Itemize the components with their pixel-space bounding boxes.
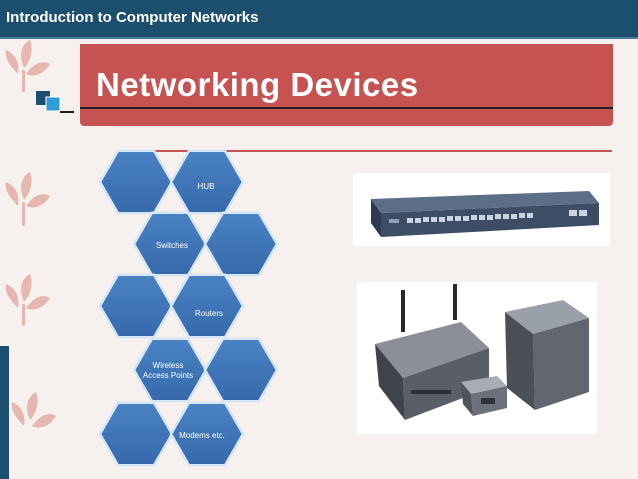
hex-wireless bbox=[132, 337, 208, 403]
hex-label-wireless: Wireless Access Points bbox=[142, 361, 194, 380]
hex-label-routers: Routers bbox=[194, 309, 223, 318]
hex-label-modems: Modems etc. bbox=[179, 431, 225, 440]
hex-blank-4 bbox=[203, 337, 279, 403]
header-title: Introduction to Computer Networks bbox=[6, 9, 259, 26]
hex-blank-1 bbox=[98, 149, 174, 215]
hex-blank-3 bbox=[98, 273, 174, 339]
leaf-decoration-icon bbox=[5, 40, 56, 428]
title-underline bbox=[80, 107, 613, 109]
hex-routers bbox=[169, 273, 245, 339]
hex-label-hub: HUB bbox=[197, 182, 215, 191]
network-switch-photo bbox=[353, 173, 610, 246]
hex-modems bbox=[169, 401, 245, 467]
hex-blank-2 bbox=[203, 211, 279, 277]
left-accent-bar bbox=[0, 346, 9, 479]
title-banner bbox=[80, 44, 613, 126]
hex-blank-5 bbox=[98, 401, 174, 467]
squares-icon bbox=[36, 91, 74, 113]
header-bar: Introduction to Computer Networks bbox=[0, 0, 638, 39]
wireless-access-point-photo bbox=[357, 282, 597, 434]
slide-title: Networking Devices bbox=[96, 66, 419, 103]
divider-line bbox=[120, 150, 612, 152]
hex-label-switches: Switches bbox=[155, 241, 188, 250]
